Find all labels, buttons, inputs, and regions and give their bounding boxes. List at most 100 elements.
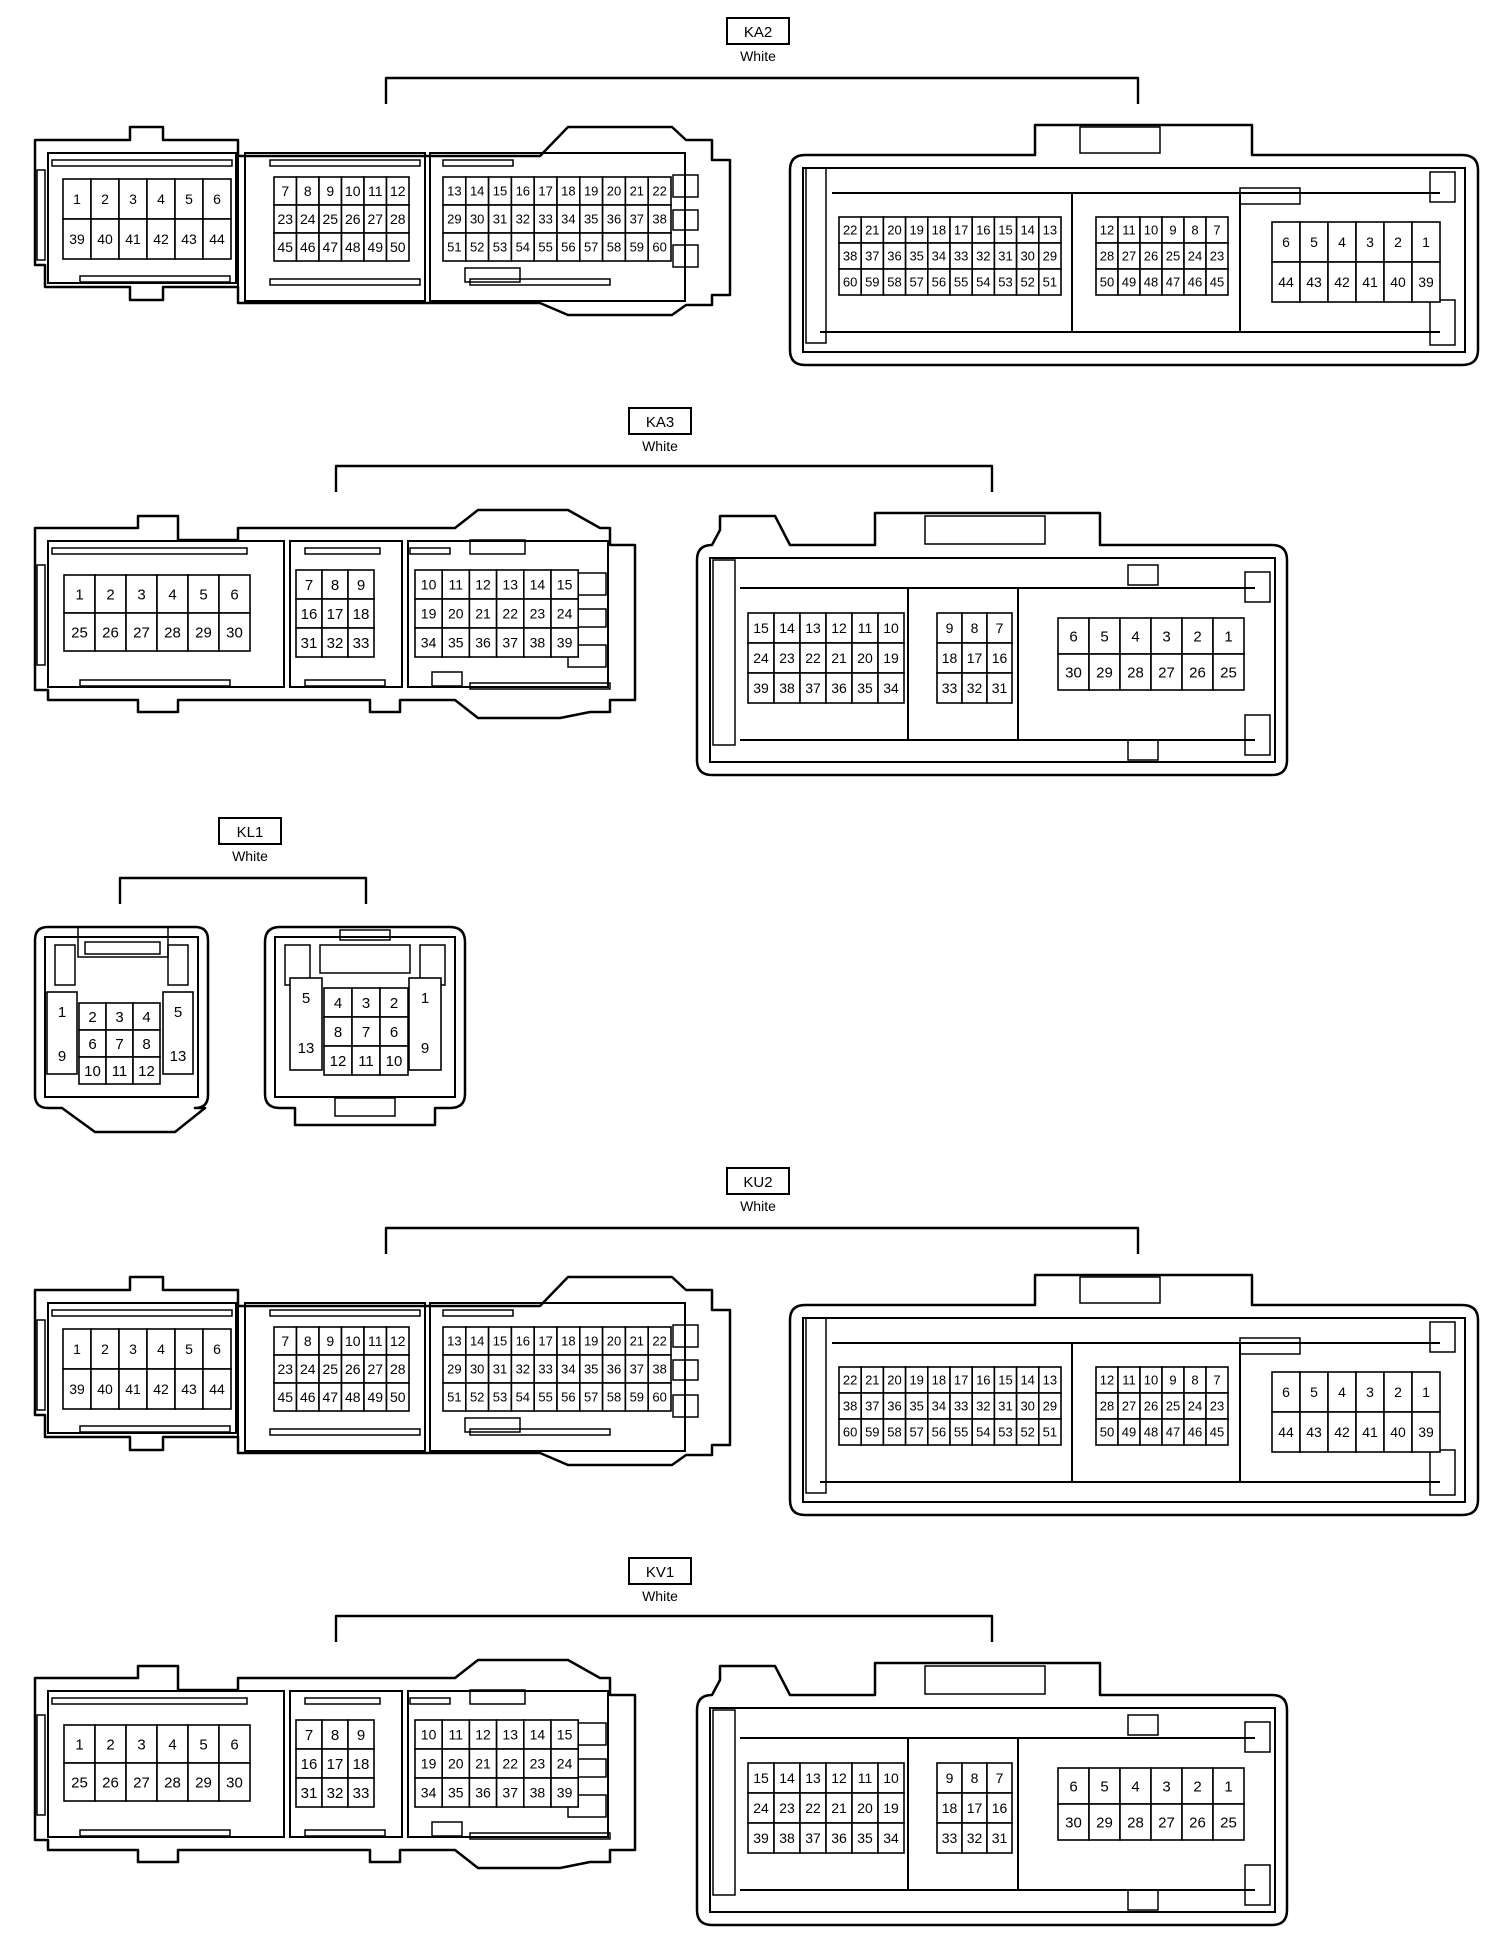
pin-cavity (747, 1762, 775, 1794)
pin-number: 20 (448, 1756, 464, 1772)
pin-number: 6 (390, 1024, 398, 1041)
pin-cavity (1212, 1803, 1245, 1841)
pin-number: 5 (199, 1736, 207, 1753)
pin-number: 39 (753, 1830, 769, 1846)
pin-cavity (174, 218, 204, 260)
pin-cavity (202, 1368, 232, 1410)
pin-cavity (550, 1748, 580, 1779)
pin-number: 7 (362, 1024, 370, 1041)
pin-number: 11 (368, 1333, 383, 1349)
pin-number: 47 (322, 239, 338, 255)
pin-number: 29 (195, 624, 212, 641)
pin-cavity (1057, 617, 1090, 655)
pin-cavity (936, 1792, 963, 1824)
pin-number: 41 (1362, 1424, 1378, 1440)
pin-number: 9 (357, 577, 365, 594)
pin-number: 44 (1278, 274, 1294, 290)
pin-number: 59 (865, 275, 879, 290)
pin-cavity (63, 1762, 96, 1802)
latch-slot (334, 1097, 396, 1117)
latch-slot (409, 547, 451, 555)
pin-number: 3 (115, 1009, 123, 1026)
latch-slot (1127, 564, 1159, 586)
pin-number: 40 (1390, 1424, 1406, 1440)
pin-number: 17 (538, 184, 552, 199)
pin-number: 8 (142, 1036, 150, 1053)
pin-cavity (125, 612, 158, 652)
pin-number: 47 (1166, 1425, 1180, 1440)
pin-cavity (851, 1762, 879, 1794)
pin-cavity (347, 627, 375, 658)
pin-number: 47 (1166, 275, 1180, 290)
pin-number: 25 (71, 1774, 88, 1791)
latch-slot (409, 1697, 451, 1705)
pin-number: 15 (557, 577, 573, 593)
pin-number: 6 (1282, 234, 1290, 250)
pin-number: 4 (334, 995, 342, 1012)
latch-slot (54, 944, 76, 986)
pin-cavity (961, 672, 988, 704)
pin-number: 15 (493, 1334, 507, 1349)
pin-number: 1 (1224, 628, 1232, 645)
pin-cavity (347, 569, 375, 600)
pin-number: 49 (1122, 1425, 1136, 1440)
pin-number: 18 (561, 1334, 575, 1349)
pin-number: 24 (557, 1756, 573, 1772)
pin-cavity (877, 1822, 905, 1854)
pin-cavity (647, 1382, 672, 1412)
pin-cavity (62, 218, 92, 260)
pin-number: 17 (967, 1800, 983, 1816)
pin-number: 46 (1188, 1425, 1202, 1440)
housing-feature (709, 1707, 1276, 1913)
latch-slot (1429, 1449, 1456, 1496)
pin-cavity (202, 178, 232, 220)
pin-number: 51 (447, 1390, 461, 1405)
pin-number: 2 (101, 191, 109, 207)
pin-number: 5 (185, 191, 193, 207)
pin-cavity (118, 218, 148, 260)
latch-slot (1127, 1889, 1159, 1911)
pin-number: 2 (88, 1009, 96, 1026)
pin-cavity (1299, 261, 1329, 303)
latch-slot (1244, 1864, 1271, 1906)
pin-number: 7 (996, 1770, 1004, 1786)
pin-cavity (132, 1029, 161, 1058)
pin-number: 28 (164, 624, 181, 641)
pin-number: 8 (1191, 223, 1198, 238)
latch-slot (339, 929, 391, 941)
pin-cavity (1383, 261, 1413, 303)
pin-cavity (851, 1822, 879, 1854)
pin-number: 2 (106, 586, 114, 603)
pin-number: 18 (942, 650, 958, 666)
pin-number: 21 (831, 650, 847, 666)
pin-cavity (187, 574, 220, 614)
pin-cavity (986, 1792, 1013, 1824)
pin-number: 34 (421, 635, 437, 651)
latch-slot (269, 1428, 421, 1436)
pin-cavity (1411, 1411, 1441, 1453)
pin-number: 20 (448, 606, 464, 622)
pin-number: 21 (630, 184, 644, 199)
pin-number: 37 (502, 635, 518, 651)
pin-number: 36 (475, 635, 491, 651)
pin-number: 9 (326, 1333, 334, 1349)
pin-number: 36 (887, 1399, 901, 1414)
pin-number: 7 (281, 183, 289, 199)
pin-number: 40 (97, 1381, 113, 1397)
pin-number: 33 (954, 249, 968, 264)
pin-number: 3 (1162, 628, 1170, 645)
pin-number: 38 (779, 680, 795, 696)
pin-number: 16 (516, 1334, 530, 1349)
pin-number: 11 (1122, 1373, 1136, 1388)
pin-number: 14 (779, 1770, 795, 1786)
pin-number: 9 (357, 1727, 365, 1744)
pin-number: 15 (998, 1373, 1012, 1388)
pin-number: 52 (470, 240, 484, 255)
